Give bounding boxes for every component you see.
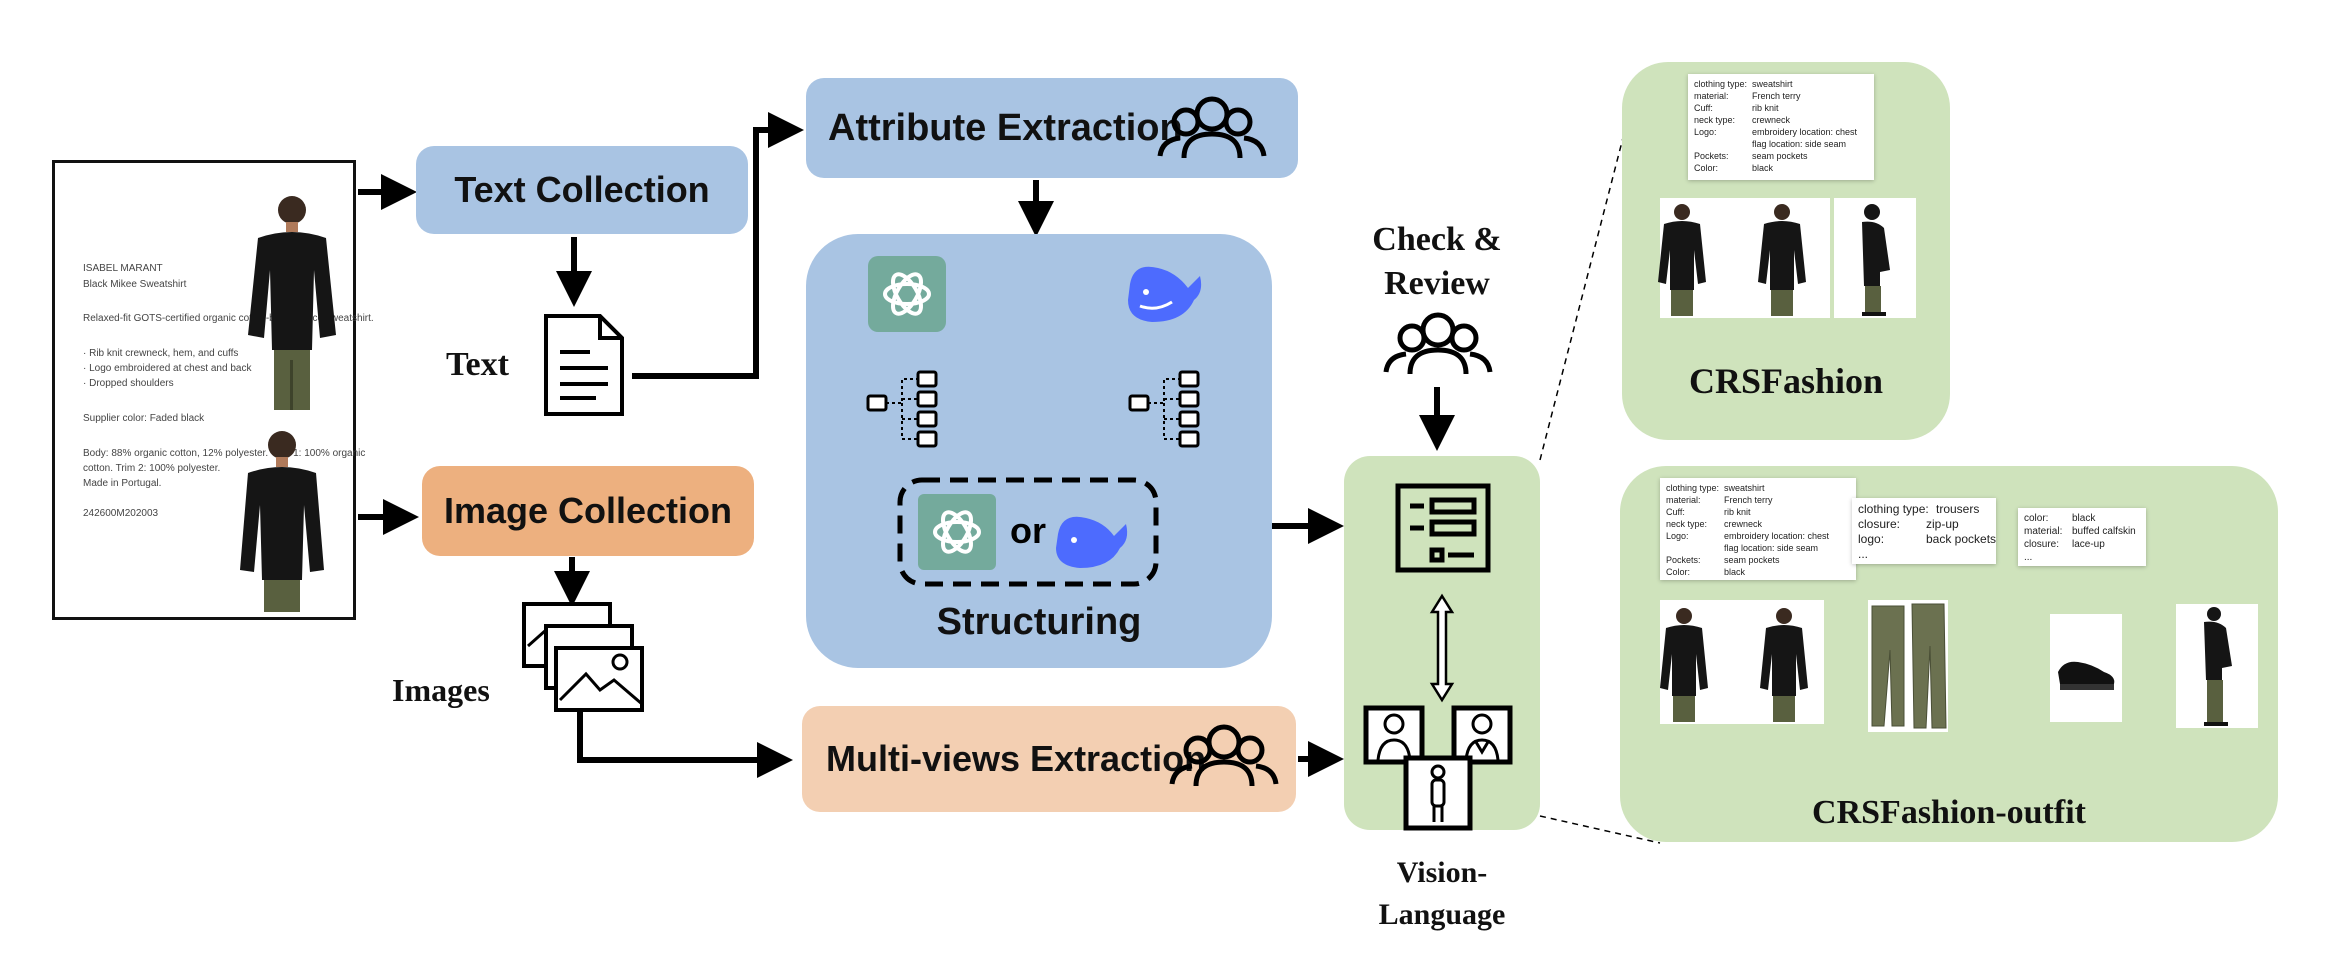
image-collection-box: Image Collection <box>422 466 754 556</box>
crsfashion-outfit-label: CRSFashion-outfit <box>1812 794 2086 831</box>
attribute-card-outfit-sweatshirt: clothing type:sweatshirt material:French… <box>1660 478 1856 580</box>
structuring-label: Structuring <box>936 601 1142 643</box>
text-collection-label: Text Collection <box>454 169 710 210</box>
product-composition: Body: 88% organic cotton, 12% polyester.… <box>83 448 366 459</box>
product-bullet: · Dropped shoulders <box>83 378 174 389</box>
product-description: Relaxed-fit GOTS-certified organic cotto… <box>83 313 374 324</box>
model-photo-back <box>240 431 324 612</box>
arrow-text-to-attr <box>632 112 804 379</box>
product-composition: cotton. Trim 2: 100% polyester. <box>83 463 221 474</box>
arrow-images-to-multiview <box>577 712 793 778</box>
vision-language-panel <box>1344 456 1540 830</box>
crsfashion-label: CRSFashion <box>1688 361 1884 401</box>
product-sku: 242600M202003 <box>83 508 159 519</box>
check-review-label: Check & Review <box>1372 221 1502 302</box>
text-collection-box: Text Collection <box>416 146 748 234</box>
product-page-document: ISABEL MARANT Black Mikee Sweatshirt Rel… <box>52 160 374 620</box>
images-label: Images <box>392 672 490 708</box>
multi-views-extraction-box: Multi-views Extraction <box>802 706 1296 812</box>
product-bullet: · Logo embroidered at chest and back <box>83 363 252 374</box>
product-photos <box>240 196 336 612</box>
attribute-card-trousers: clothing type:trousers closure:zip-up lo… <box>1852 498 1996 564</box>
product-bullet: · Rib knit crewneck, hem, and cuffs <box>83 348 239 359</box>
dashed-connector-top <box>1539 129 1626 461</box>
product-brand: ISABEL MARANT <box>83 263 163 274</box>
multi-views-extraction-label: Multi-views Extraction <box>826 738 1207 779</box>
text-label: Text <box>446 346 509 383</box>
vision-language-label: Vision- Language <box>1378 856 1506 931</box>
or-label: or <box>1010 510 1046 551</box>
product-name: Black Mikee Sweatshirt <box>83 279 187 290</box>
attribute-extraction-label: Attribute Extraction <box>828 106 1183 149</box>
image-collection-label: Image Collection <box>443 490 733 531</box>
product-color: Supplier color: Faded black <box>83 413 205 424</box>
attribute-card-sweatshirt: clothing type:sweatshirt material:French… <box>1688 74 1874 180</box>
attribute-card-shoes: color:black material:buffed calfskin clo… <box>2018 508 2146 566</box>
product-origin: Made in Portugal. <box>83 478 162 489</box>
model-photo-front <box>248 196 336 410</box>
structuring-box: Structuring <box>806 234 1272 668</box>
dashed-connector-bottom <box>1539 815 1661 844</box>
attribute-extraction-box: Attribute Extraction <box>806 78 1298 178</box>
